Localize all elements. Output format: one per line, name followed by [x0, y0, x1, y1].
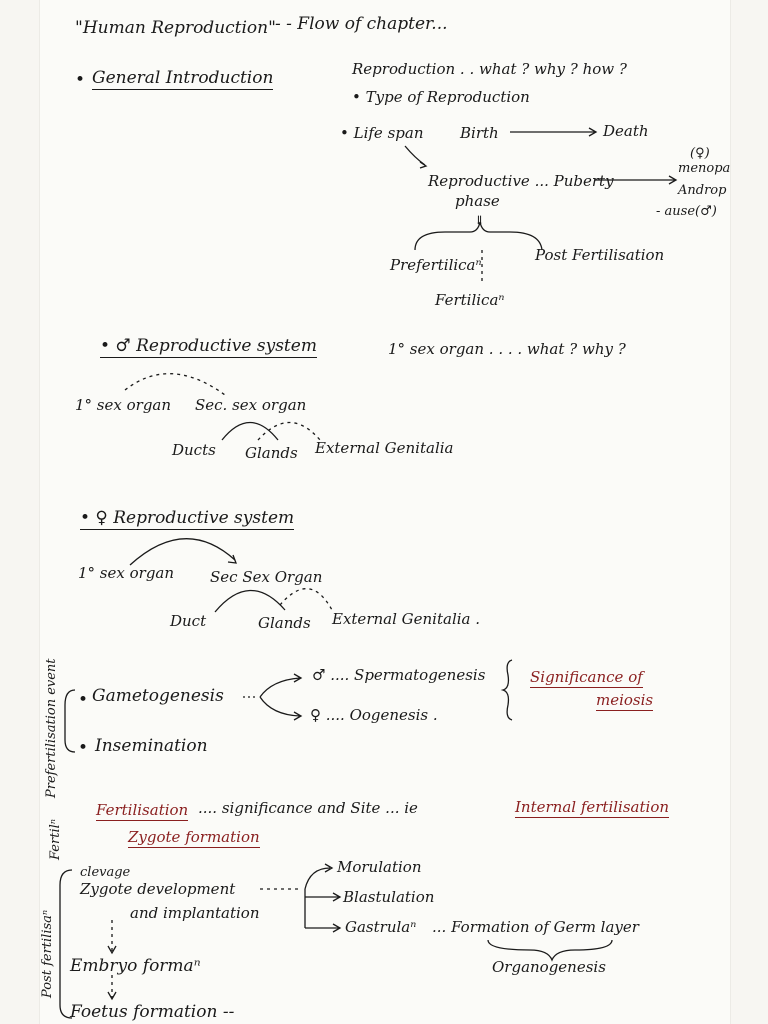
spermatogenesis-branch: ♂ .... Spermatogenesis: [312, 666, 486, 684]
gastrulation-label: Gastrulaⁿ: [345, 918, 417, 936]
death-label: Death: [603, 122, 649, 140]
general-intro-heading: General Introduction: [92, 68, 274, 90]
female-secondary-organ: Sec Sex Organ: [210, 568, 323, 586]
reproductive-phase-label: Reproductive ... Puberty: [428, 172, 614, 190]
blastulation-label: Blastulation: [343, 888, 435, 906]
organogenesis-label: Organogenesis: [492, 958, 606, 976]
primary-sex-organ-question: 1° sex organ . . . . what ? why ?: [388, 340, 626, 358]
female-duct: Duct: [170, 612, 207, 630]
female-external-genitalia: External Genitalia .: [332, 610, 481, 628]
gametogenesis-heading: Gametogenesis: [92, 686, 224, 706]
page-title: "Human Reproduction": [75, 18, 276, 38]
germ-layer-formation: ... Formation of Germ layer: [432, 918, 639, 936]
significance-of-meiosis: Significance of: [530, 668, 643, 688]
life-span: • Life span: [340, 124, 424, 142]
clevage-label: clevage: [80, 865, 131, 880]
internal-fertilisation: Internal fertilisation: [515, 798, 670, 818]
zygote-formation: Zygote formation: [128, 828, 260, 848]
insemination-label: Insemination: [95, 736, 208, 756]
morulation-label: Morulation: [337, 858, 422, 876]
female-glands: Glands: [258, 614, 311, 632]
menopause-label: menopa: [678, 161, 731, 176]
meiosis-label: meiosis: [596, 691, 654, 711]
prefertilisation-side-label: Prefertilisation event: [44, 658, 59, 798]
fertilisation-side-label: Fertilⁿ: [48, 818, 63, 860]
zygote-development: Zygote development: [80, 880, 236, 898]
fertilisation-label: Fertilicaⁿ: [435, 291, 505, 309]
male-repro-heading: • ♂ Reproductive system: [100, 336, 317, 358]
male-primary-organ: 1° sex organ: [75, 396, 172, 414]
notebook-page: [40, 0, 730, 1024]
embryo-formation: Embryo formaⁿ: [70, 956, 201, 976]
bullet: •: [75, 70, 86, 90]
reproduction-question: Reproduction . . what ? why ? how ?: [352, 60, 627, 78]
bullet: •: [78, 738, 89, 758]
male-secondary-organ: Sec. sex organ: [195, 396, 307, 414]
male-ducts: Ducts: [172, 441, 216, 459]
fertilisation-significance: .... significance and Site ... ie: [198, 799, 418, 817]
female-symbol: (♀): [690, 146, 710, 161]
phase-label: phase: [455, 192, 500, 210]
postfertilisation-label: Post Fertilisation: [535, 246, 665, 264]
birth-label: Birth: [460, 124, 499, 142]
bullet: •: [78, 690, 89, 710]
andropause-label-2: - ause(♂): [656, 204, 717, 219]
postfertilisation-side-label: Post fertilisaⁿ: [40, 909, 55, 998]
fertilisation-heading: Fertilisation: [96, 801, 189, 821]
down-arrow: ⇓: [474, 214, 485, 229]
foetus-formation: Foetus formation --: [70, 1002, 235, 1022]
andropause-label: Androp: [678, 183, 727, 198]
female-repro-heading: • ♀ Reproductive system: [80, 508, 295, 530]
implantation-label: and implantation: [130, 904, 260, 922]
oogenesis-branch: ♀ .... Oogenesis .: [310, 706, 438, 724]
page-subtitle: - - Flow of chapter...: [275, 14, 448, 34]
male-glands: Glands: [245, 444, 298, 462]
prefertilisation-label: Prefertilicaⁿ: [390, 256, 482, 274]
type-of-reproduction: • Type of Reproduction: [352, 88, 530, 106]
female-primary-organ: 1° sex organ: [78, 564, 175, 582]
male-external-genitalia: External Genitalia: [315, 439, 454, 457]
